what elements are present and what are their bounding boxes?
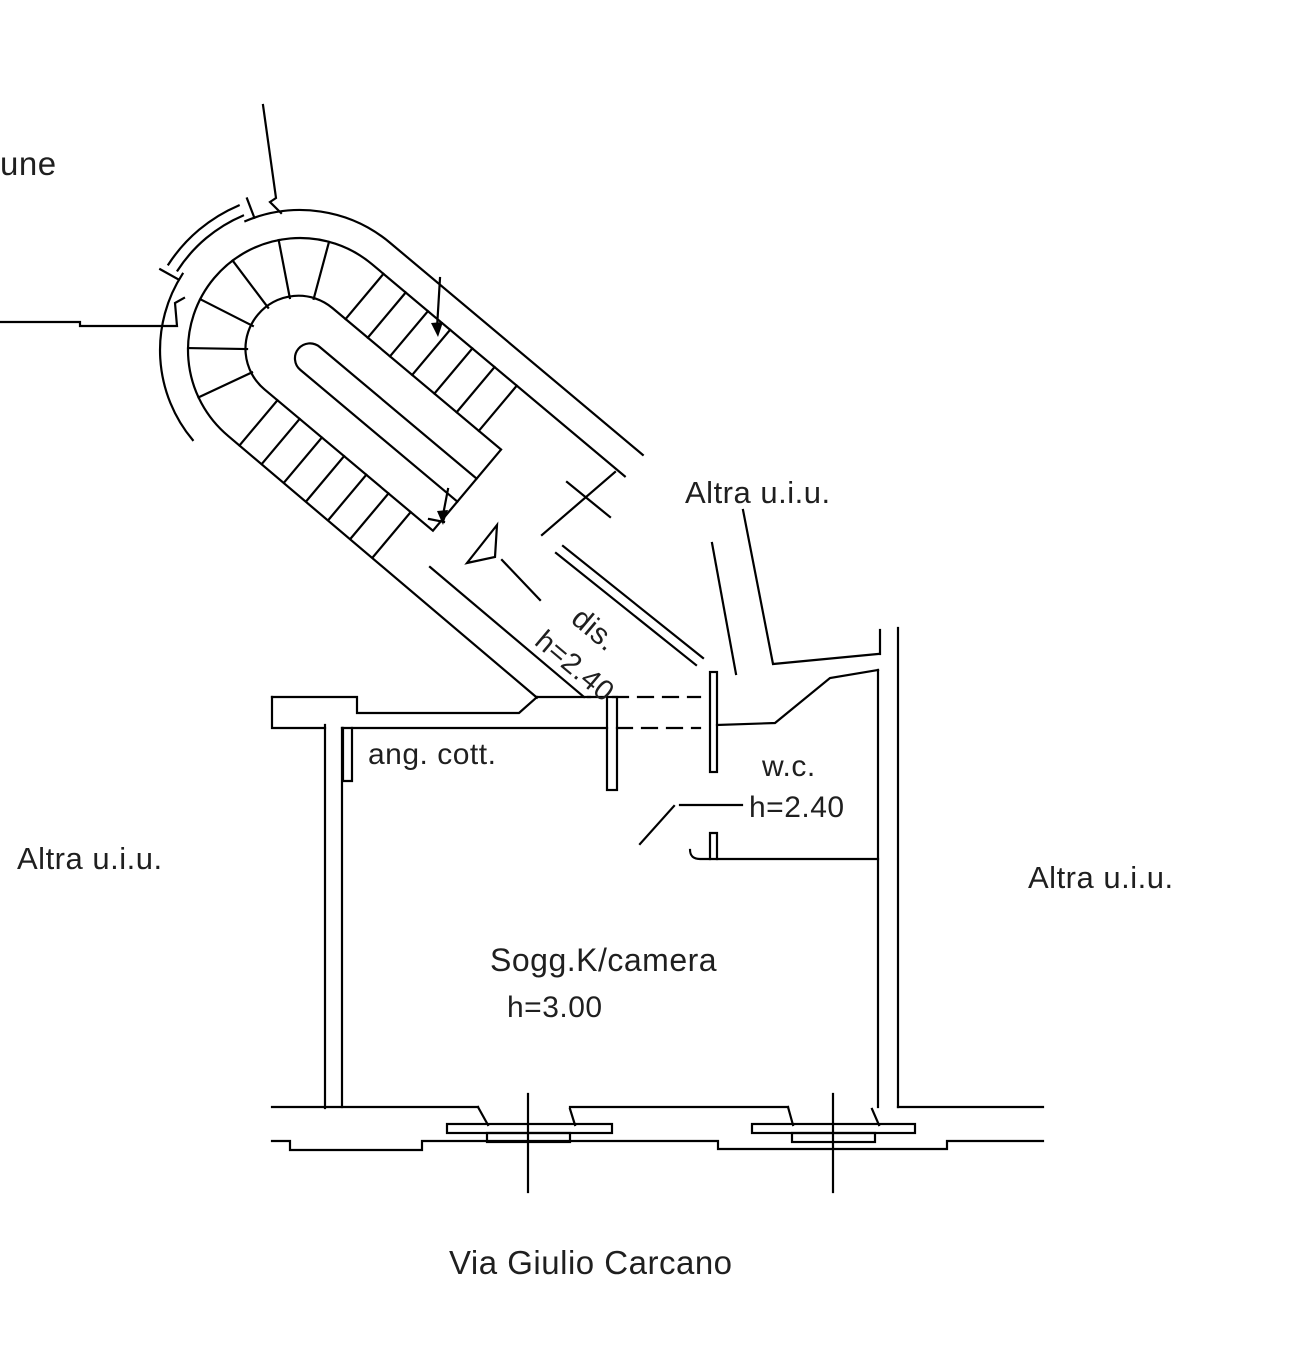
wc-door-leaf [638, 804, 676, 846]
adjacent-unit-label-left: Altra u.i.u. [17, 841, 163, 876]
door-opening-dashed [586, 695, 702, 730]
wc-height-label: h=2.40 [749, 791, 845, 824]
living-room-height-label: h=3.00 [507, 991, 603, 1024]
room-walls [270, 670, 719, 1110]
boundary-walls [0, 103, 283, 328]
stair-outer-wall-lower-arc [158, 272, 195, 442]
hallway-walls [428, 470, 705, 699]
door-jamb-right [708, 670, 719, 774]
kitchenette-pilaster [341, 726, 354, 783]
facade-wall-windows [270, 1092, 1045, 1194]
stair-steps-upper [344, 272, 519, 433]
stair-inner-wall [186, 236, 627, 700]
stair-direction-arrows [427, 276, 450, 525]
stair-cap-door-band [158, 197, 256, 282]
kitchenette-label: ang. cott. [368, 738, 497, 771]
door-jamb-left [605, 695, 619, 792]
stair-well [244, 294, 503, 533]
window-axis-lines [526, 1092, 835, 1194]
wc-walls [638, 508, 900, 1109]
window-1-sill [445, 1122, 614, 1135]
wc-label: w.c. [762, 750, 816, 783]
common-area-label-clipped: une [0, 145, 57, 182]
street-label: Via Giulio Carcano [449, 1244, 733, 1281]
stair-newel [293, 342, 479, 504]
door-swing-triangle [464, 521, 499, 565]
stair-steps-radial [186, 238, 331, 399]
adjacent-unit-label-right: Altra u.i.u. [1028, 860, 1174, 895]
adjacent-unit-label-top: Altra u.i.u. [685, 475, 831, 510]
stair-outer-wall-upper [243, 208, 645, 457]
stair-steps-lower [237, 398, 413, 559]
staircase-drawing [158, 197, 645, 700]
street-edge-line [270, 1139, 1045, 1152]
living-room-label: Sogg.K/camera [490, 942, 718, 978]
